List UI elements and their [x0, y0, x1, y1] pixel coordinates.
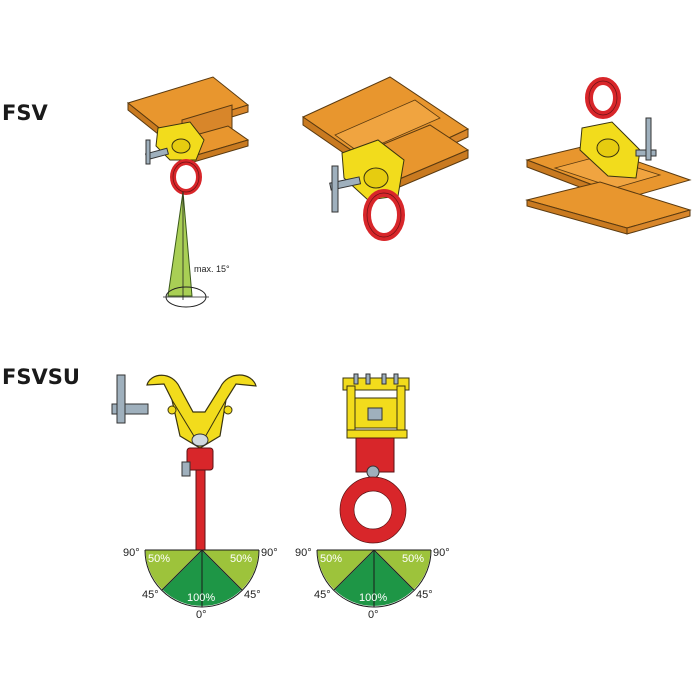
fsvsu-side-view [339, 373, 410, 544]
angle-45-left-label: 45° [314, 589, 331, 601]
pct-50-left-label: 50% [148, 553, 170, 565]
pct-50-left-label: 50% [320, 553, 342, 565]
fsv-section-label: FSV [2, 101, 48, 125]
angle-90-right-label: 90° [433, 547, 450, 559]
pct-50-right-label: 50% [230, 553, 252, 565]
fsv-beam-clamp-angled-view: max. 15° [126, 76, 250, 308]
load-diagram-left: 90° 90° 45° 45° 0° 50% 50% 100% [123, 547, 278, 621]
angle-45-left-label: 45° [142, 589, 159, 601]
max-angle-note: max. 15° [194, 264, 230, 274]
load-diagram-right: 90° 90° 45° 45° 0° 50% 50% 100% [295, 547, 450, 621]
fsvsu-section-label: FSVSU [2, 365, 80, 389]
fsv-beam-clamp-side-view [301, 76, 470, 241]
angle-90-left-label: 90° [295, 547, 312, 559]
angle-0-label: 0° [196, 609, 207, 621]
angle-90-right-label: 90° [261, 547, 278, 559]
pct-100-label: 100% [187, 592, 215, 604]
angle-45-right-label: 45° [416, 589, 433, 601]
fsv-beam-clamp-top-view [525, 77, 692, 235]
angle-90-left-label: 90° [123, 547, 140, 559]
pct-50-right-label: 50% [402, 553, 424, 565]
pct-100-label: 100% [359, 592, 387, 604]
fsvsu-front-view [111, 374, 257, 553]
angle-0-label: 0° [368, 609, 379, 621]
angle-45-right-label: 45° [244, 589, 261, 601]
